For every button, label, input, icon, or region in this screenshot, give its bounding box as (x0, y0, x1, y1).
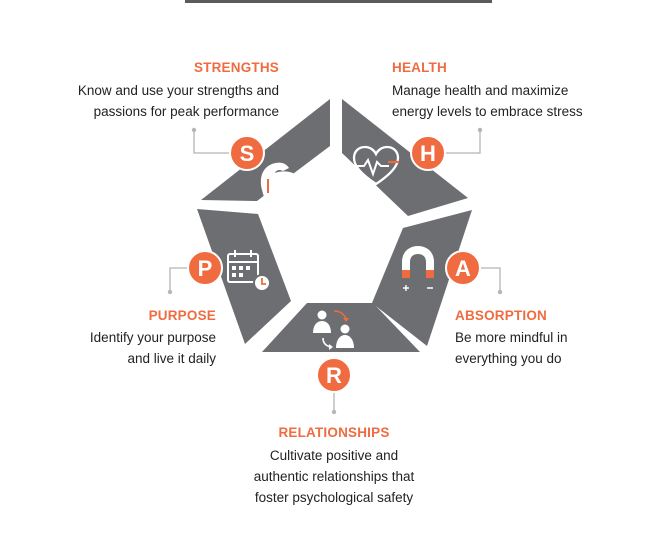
purpose-title: PURPOSE (148, 308, 216, 323)
magnet-icon (402, 246, 434, 291)
badge-absorption: A (445, 250, 481, 286)
strengths-description-line-2: passions for peak performance (93, 104, 279, 119)
relationships-description-line-1: Cultivate positive and (269, 448, 399, 463)
purpose-description-line-2: and live it daily (127, 351, 216, 366)
segment-absorption (372, 210, 472, 346)
absorption-description-line-1: Be more mindful in (455, 330, 568, 345)
relationships-description: Cultivate positive and authentic relatio… (214, 445, 454, 508)
absorption-description-line-2: everything you do (455, 351, 562, 366)
calendar-clock-icon (227, 250, 271, 292)
people-exchange-icon (313, 310, 354, 350)
segment-strengths (201, 99, 330, 201)
connector-dot-purpose (167, 289, 173, 295)
health-description: Manage health and maximize energy levels… (392, 80, 583, 122)
purpose-description-line-1: Identify your purpose (89, 330, 216, 345)
heart-pulse-icon (352, 145, 400, 186)
badge-relationships: R (316, 357, 352, 393)
health-description-line-2: energy levels to embrace stress (392, 104, 583, 119)
top-divider (185, 0, 492, 3)
strengths-description: Know and use your strengths and passions… (78, 80, 279, 122)
badge-letter-relationships: R (326, 363, 342, 388)
pentagon-segments (197, 99, 472, 352)
connector-dot-health (477, 127, 483, 133)
badge-letter-strengths: S (240, 141, 255, 166)
badge-letter-purpose: P (198, 256, 213, 281)
badge-strengths: S (229, 135, 265, 171)
segment-purpose (197, 209, 291, 344)
connector-dot-absorption (497, 289, 503, 295)
strengths-title: STRENGTHS (193, 60, 279, 75)
strengths-description-line-1: Know and use your strengths and (77, 83, 279, 98)
relationships-description-line-2: authentic relationships that (253, 469, 415, 484)
health-description-line-1: Manage health and maximize (392, 83, 569, 98)
segment-health (342, 99, 468, 216)
connector-endpoints (167, 127, 503, 415)
purpose-description: Identify your purpose and live it daily (90, 327, 216, 369)
health-title: HEALTH (392, 60, 447, 75)
absorption-description: Be more mindful in everything you do (455, 327, 568, 369)
connector-dot-relationships (331, 409, 337, 415)
relationships-description-line-3: foster psychological safety (254, 490, 414, 505)
absorption-title: ABSORPTION (455, 308, 548, 323)
flexed-arm-icon (260, 162, 304, 197)
badge-purpose: P (187, 250, 223, 286)
badge-letter-health: H (420, 141, 436, 166)
badge-health: H (410, 135, 446, 171)
relationships-title: RELATIONSHIPS (278, 425, 390, 440)
badge-letter-absorption: A (455, 256, 471, 281)
connector-dot-strengths (191, 127, 197, 133)
